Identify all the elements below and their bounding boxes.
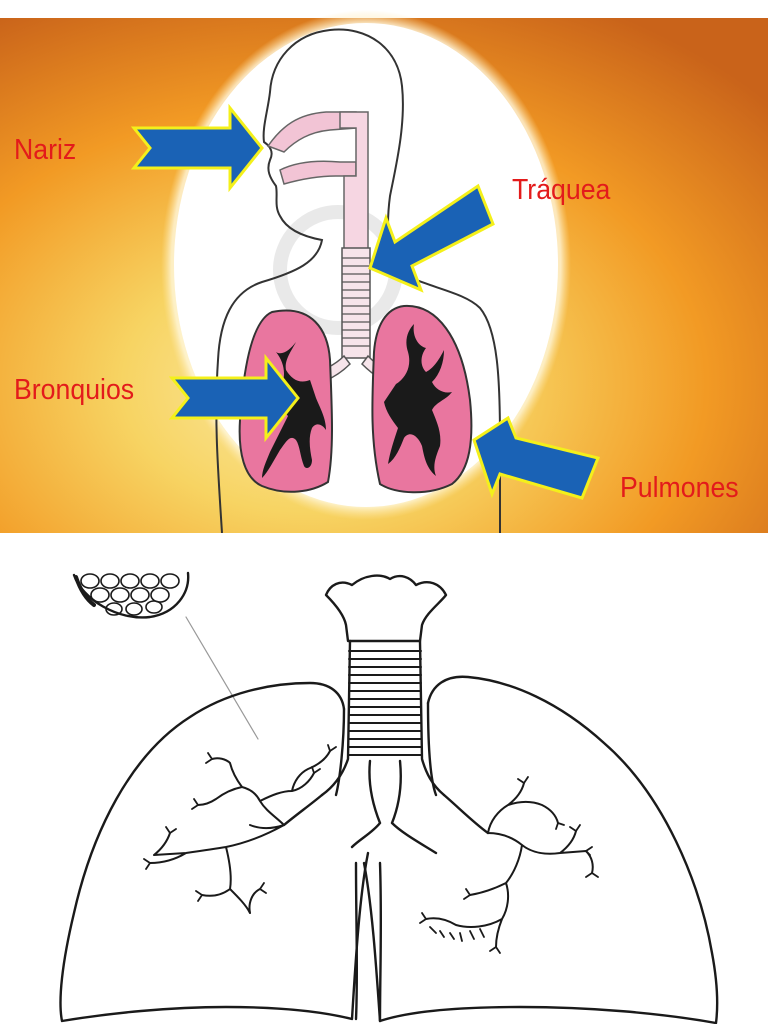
label-bronquios: Bronquios <box>14 374 135 406</box>
label-traquea: Tráquea <box>512 174 611 206</box>
respiratory-system-diagram: Nariz Tráquea Bronquios Pulmones <box>0 0 768 533</box>
arrow-pulmones <box>472 415 601 500</box>
arrow-nariz <box>130 103 264 193</box>
trachea-rings <box>348 650 422 756</box>
lungs-line-drawing <box>0 533 768 1024</box>
alveoli-pointer-line <box>185 616 259 740</box>
main-bronchi <box>282 759 490 855</box>
left-lung-inner-edge <box>334 701 438 1023</box>
trachea <box>341 247 371 359</box>
label-nariz: Nariz <box>14 134 77 166</box>
left-bronchial-twigs <box>143 744 337 902</box>
respiratory-system-illustration <box>0 0 768 533</box>
right-lung-outline <box>362 675 719 1024</box>
right-bronchial-tree <box>384 324 452 476</box>
right-bronchial-twigs <box>419 776 599 954</box>
left-lung-outline <box>59 681 370 1023</box>
left-bronchial-tree-outline <box>149 750 331 914</box>
arrow-traquea <box>368 183 495 293</box>
lungs-outline-illustration <box>59 571 719 1024</box>
arrow-bronquios <box>168 353 300 443</box>
alveoli-cluster <box>72 571 190 619</box>
pharynx <box>339 111 369 259</box>
left-bronchial-tree <box>262 342 326 478</box>
larynx <box>324 574 448 643</box>
right-bronchial-tree-outline <box>425 782 594 948</box>
label-pulmones: Pulmones <box>620 472 739 504</box>
top-white-strip <box>0 0 768 18</box>
